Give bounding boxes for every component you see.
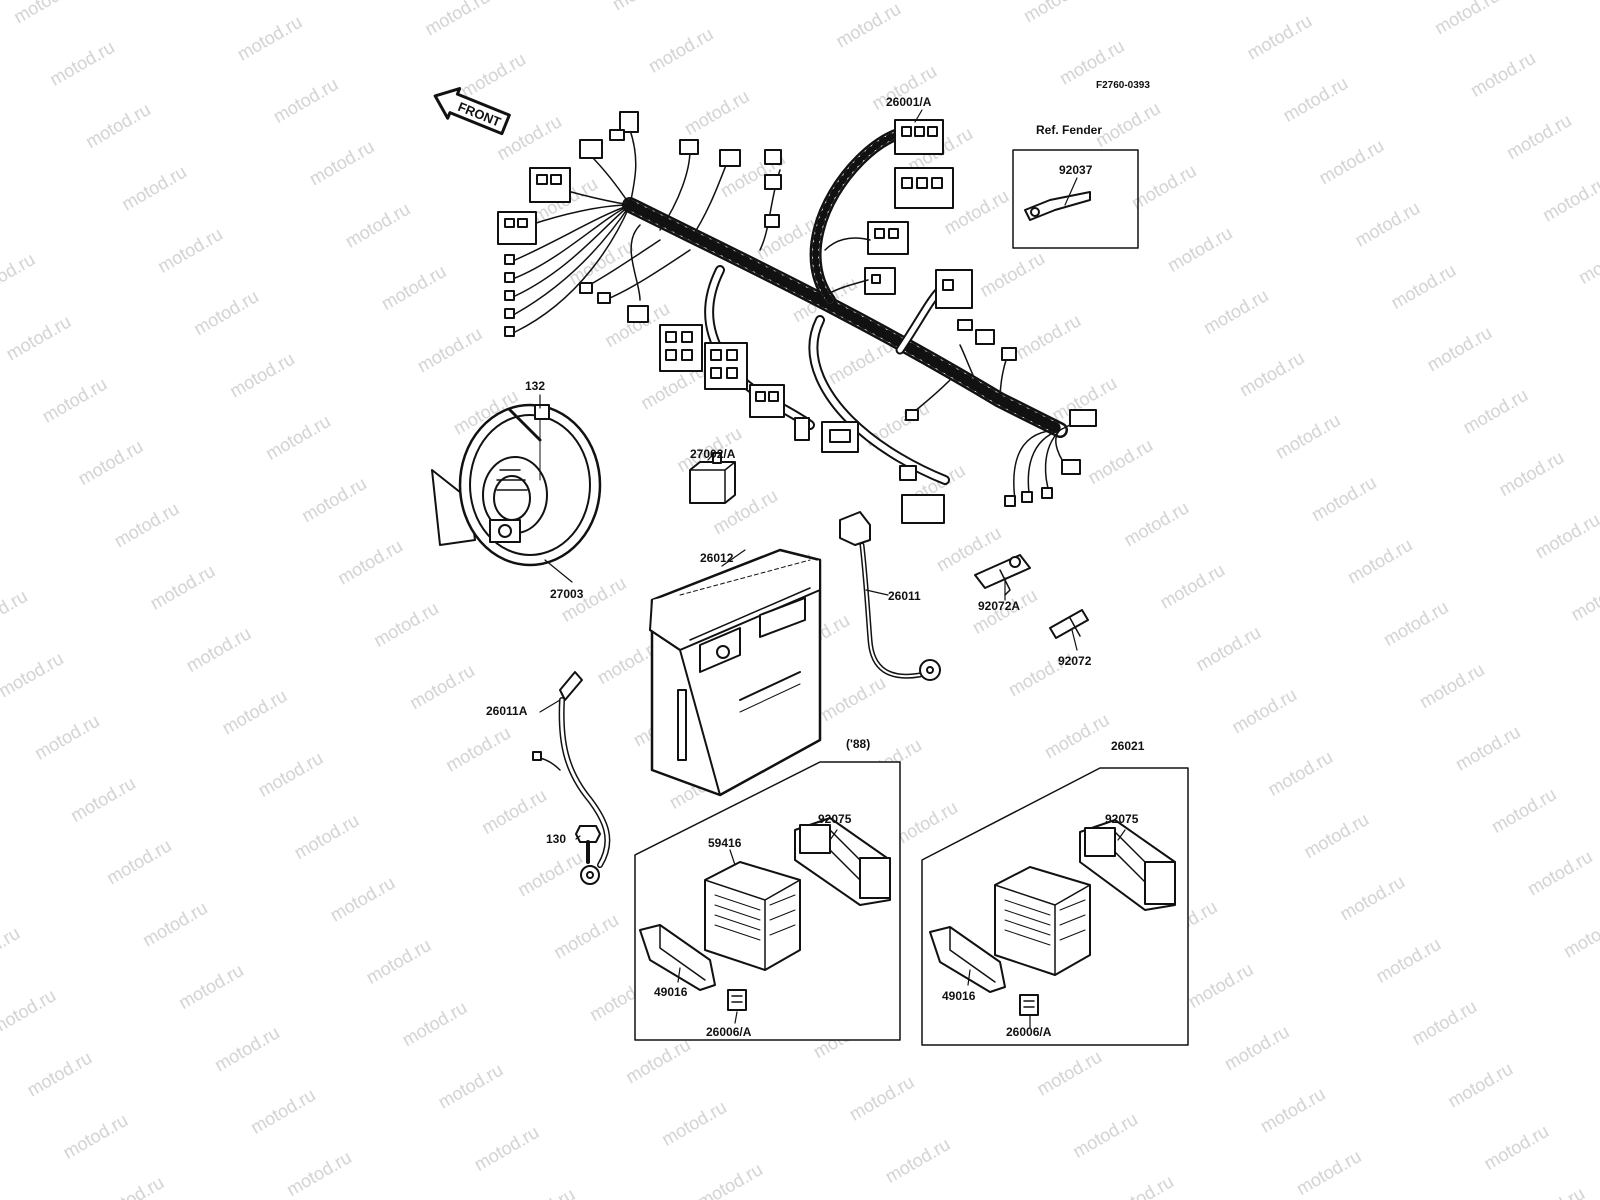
leader-lines xyxy=(539,109,1126,1029)
ref-fender-box-frame xyxy=(1012,149,1139,249)
label-bolt-132: 132 xyxy=(525,379,546,393)
label-clamp-a: 92072A xyxy=(978,599,1021,613)
wiring-harness-icon xyxy=(497,111,1097,524)
bracket-92037-icon xyxy=(1024,191,1091,221)
label-cover-88: 92075 xyxy=(818,812,852,826)
label-negative-lead: 26011A xyxy=(486,704,528,718)
fuse-box-b-icon xyxy=(994,866,1091,976)
label-fuse-box: 59416 xyxy=(708,836,742,850)
clamp-92072A-icon xyxy=(974,554,1031,596)
ref-fender-title: Ref. Fender xyxy=(1036,123,1103,137)
fuse-box-59416-icon xyxy=(704,861,801,971)
cover-92075-icon xyxy=(794,817,891,906)
label-bolt-130: 130 xyxy=(546,832,567,846)
label-fuse-26021: 26006/A xyxy=(1006,1025,1052,1039)
fuse-26006A-icon xyxy=(727,989,747,1011)
label-bracket-26021: 49016 xyxy=(942,989,976,1003)
label-fuse-88: 26006/A xyxy=(706,1025,752,1039)
box-26021-title: 26021 xyxy=(1111,739,1145,753)
box-26021-frame xyxy=(921,767,1189,1046)
label-positive-lead: 26011 xyxy=(888,589,921,603)
battery-icon xyxy=(649,548,822,797)
front-arrow-icon xyxy=(433,87,511,136)
label-harness: 26001/A xyxy=(886,95,932,109)
label-relay: 27002/A xyxy=(690,447,736,461)
box-88-title: ('88) xyxy=(846,737,871,751)
negative-lead-icon xyxy=(532,671,611,885)
label-battery: 26012 xyxy=(700,551,734,565)
label-92037: 92037 xyxy=(1059,163,1093,177)
bracket-49016-icon xyxy=(639,924,716,991)
box-88-frame xyxy=(634,761,901,1041)
label-bracket-88: 49016 xyxy=(654,985,688,999)
positive-lead-icon xyxy=(839,511,941,681)
horn-icon xyxy=(431,403,602,567)
label-cover-26021: 92075 xyxy=(1105,812,1139,826)
figure-code: F2760-0393 xyxy=(1096,80,1150,91)
relay-icon xyxy=(689,452,736,504)
label-horn: 27003 xyxy=(550,587,584,601)
bolt-130-icon xyxy=(575,825,601,864)
clamp-92072-icon xyxy=(1049,609,1089,639)
label-clamp: 92072 xyxy=(1058,654,1092,668)
bracket-49016-b-icon xyxy=(929,926,1006,993)
fuse-26006A-b-icon xyxy=(1019,994,1039,1016)
